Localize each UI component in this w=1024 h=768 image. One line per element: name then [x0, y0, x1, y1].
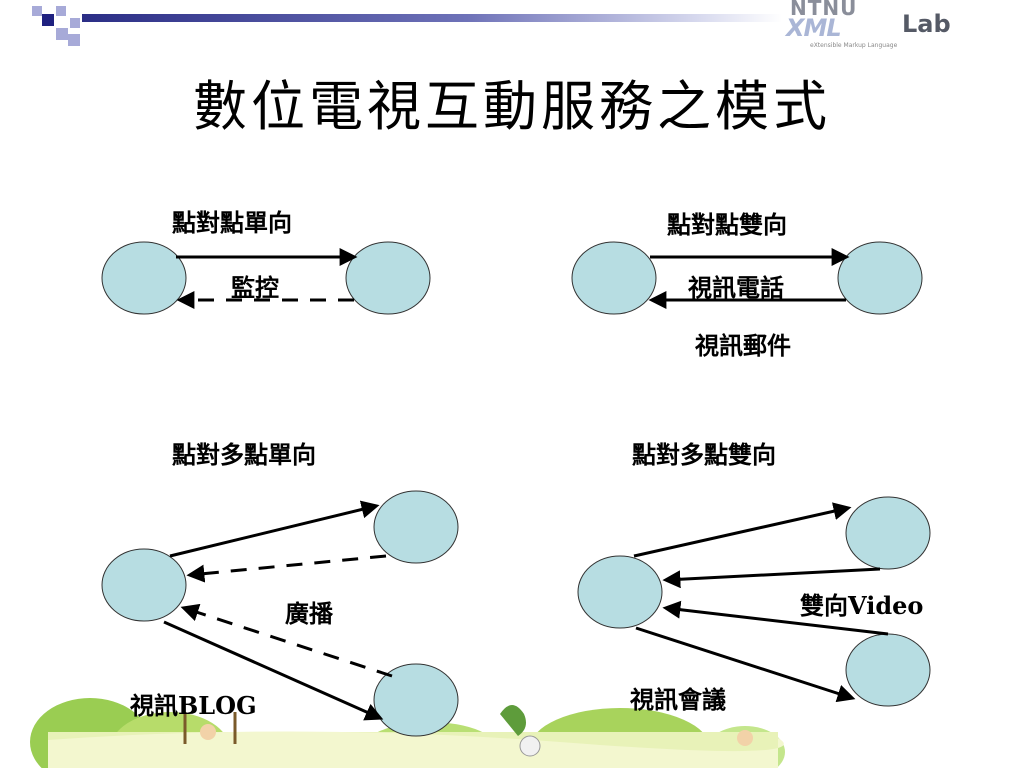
node-target-top	[845, 496, 931, 570]
arrow-back-dashed-bottom	[180, 603, 393, 678]
arrow-back-top	[662, 567, 881, 589]
square-light	[32, 6, 42, 16]
figure-decoration	[519, 735, 541, 757]
heading-p2mp-two-way: 點對多點雙向	[632, 440, 776, 469]
square-light	[68, 34, 80, 46]
logo-lab-text: Lab	[902, 10, 951, 38]
decorative-squares	[32, 6, 104, 54]
arrow-to-bottom	[163, 620, 384, 721]
arrow-to-bottom	[635, 626, 856, 703]
note-video-blog: 視訊BLOG	[129, 691, 257, 720]
edge-label-video-phone: 視訊電話	[687, 273, 784, 302]
heading-p2mp-one-way: 點對多點單向	[172, 440, 316, 469]
node-target	[837, 241, 923, 315]
edge-label-monitor: 監控	[231, 273, 279, 302]
note-video-mail: 視訊郵件	[694, 331, 791, 360]
node-source	[101, 241, 187, 315]
slide-title: 數位電視互動服務之模式	[193, 75, 831, 138]
quadrant-p2p-one-way: 點對點單向 監控	[101, 208, 431, 315]
quadrant-p2p-two-way: 點對點雙向 視訊電話 視訊郵件	[571, 210, 923, 360]
heading-p2p-two-way: 點對點雙向	[667, 210, 787, 239]
header-gradient-bar	[82, 14, 782, 22]
arrow-to-top	[633, 502, 852, 558]
arrow-back-dashed-top	[186, 554, 387, 583]
logo-subtitle: eXtensible Markup Language	[810, 42, 898, 49]
quadrant-p2mp-two-way: 點對多點雙向 雙向Video 視訊會議	[577, 440, 931, 714]
figure-decoration	[737, 730, 753, 746]
square-dark	[42, 14, 54, 26]
node-source	[577, 555, 663, 629]
note-video-conference: 視訊會議	[629, 685, 726, 714]
edge-label-two-way-video: 雙向Video	[800, 591, 923, 620]
square-light	[56, 6, 66, 16]
heading-p2p-one-way: 點對點單向	[172, 208, 292, 237]
node-target-top	[373, 490, 459, 564]
logo-xml-text: XML	[786, 14, 842, 42]
ground-highlight	[48, 731, 784, 768]
logo-ntnu-text: NTNU	[790, 0, 858, 20]
node-target	[345, 241, 431, 315]
square-white	[32, 28, 40, 36]
figure-decoration	[200, 724, 216, 740]
node-target-bottom	[373, 663, 459, 737]
ntnu-xml-lab-logo: NTNU XML Lab eXtensible Markup Language	[780, 0, 990, 52]
meadow-decoration	[30, 698, 785, 768]
node-source	[101, 548, 187, 622]
node-target-bottom	[845, 633, 931, 707]
arrow-to-top	[169, 500, 380, 558]
arrow-back-bottom	[662, 600, 889, 636]
header-bar: NTNU XML Lab eXtensible Markup Language	[0, 0, 1024, 60]
node-source	[571, 241, 657, 315]
edge-label-broadcast: 廣播	[285, 599, 334, 628]
square-light	[70, 18, 80, 28]
plant-decoration	[500, 705, 526, 736]
square-light	[56, 28, 68, 40]
quadrant-p2mp-one-way: 點對多點單向 廣播 視訊BLOG	[101, 440, 459, 737]
